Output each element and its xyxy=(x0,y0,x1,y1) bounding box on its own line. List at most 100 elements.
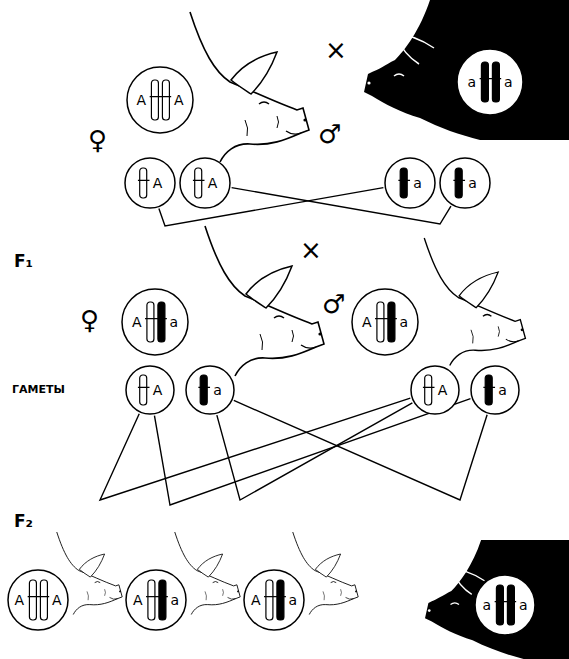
gamete-circle: a xyxy=(384,157,436,209)
circle-content: A xyxy=(138,167,163,199)
circle-content: Aa xyxy=(362,301,408,343)
generation-label: F₁ xyxy=(14,252,33,271)
allele-letter: A xyxy=(174,93,184,107)
circle-content: AA xyxy=(136,79,183,121)
fertilization-line xyxy=(154,399,470,505)
allele-letter: A xyxy=(153,383,163,397)
allele-letter: A xyxy=(251,593,261,607)
gene-locus xyxy=(453,180,465,181)
gene-locus xyxy=(149,96,171,97)
chromosome xyxy=(151,80,158,120)
genotype-circle: Aa xyxy=(125,569,187,631)
circle-content: A xyxy=(138,374,163,406)
gene-locus xyxy=(193,180,205,181)
gene-locus xyxy=(398,180,410,181)
chromosome xyxy=(507,585,514,625)
chromosome-symbol xyxy=(149,79,171,121)
female-sign: ♀ xyxy=(88,126,107,155)
chromosome-symbol xyxy=(423,374,435,406)
chromosome xyxy=(146,302,153,342)
chromosome xyxy=(158,580,165,620)
circle-content: a xyxy=(483,374,507,406)
circle-content: aa xyxy=(467,61,512,103)
gene-locus xyxy=(198,387,210,388)
gamete-circle: A xyxy=(410,365,460,415)
chromosome xyxy=(195,168,202,198)
circle-content: aa xyxy=(482,584,527,626)
genotype-circle: AA xyxy=(126,66,194,134)
chromosome xyxy=(387,302,394,342)
circle-shape xyxy=(440,158,490,208)
white-pig-head xyxy=(420,238,525,366)
allele-letter: A xyxy=(362,315,372,329)
circle-outline xyxy=(121,288,189,356)
gene-locus xyxy=(479,78,501,79)
circle-outline xyxy=(351,288,419,356)
chromosome-symbol xyxy=(27,579,49,621)
circle-outline xyxy=(439,157,491,209)
circle-outline xyxy=(185,365,235,415)
circle-shape xyxy=(125,158,175,208)
allele-letter: A xyxy=(133,593,143,607)
circle-content: AA xyxy=(14,579,61,621)
circle-shape xyxy=(385,158,435,208)
gene-locus xyxy=(27,596,49,597)
gene-locus xyxy=(138,387,150,388)
circle-outline xyxy=(384,157,436,209)
allele-letter: a xyxy=(213,383,222,397)
black-pig-head xyxy=(364,0,569,140)
chromosome xyxy=(265,580,272,620)
circle-content: a xyxy=(453,167,477,199)
chromosome xyxy=(140,375,147,405)
allele-letter: a xyxy=(399,315,408,329)
circle-shape xyxy=(475,575,535,635)
gamete-circle: a xyxy=(185,365,235,415)
circle-shape xyxy=(244,570,304,630)
white-pig-head xyxy=(200,226,324,376)
female-sign: ♀ xyxy=(80,306,99,335)
allele-letter: a xyxy=(288,593,297,607)
gene-locus xyxy=(145,596,167,597)
gamete-circle: a xyxy=(470,365,520,415)
allele-letter: A xyxy=(132,315,142,329)
circle-outline xyxy=(125,365,175,415)
chromosome-symbol xyxy=(479,61,501,103)
circle-shape xyxy=(126,366,174,414)
chromosome xyxy=(481,62,488,102)
circle-outline xyxy=(456,48,524,116)
chromosome-symbol xyxy=(138,167,150,199)
circle-outline xyxy=(410,365,460,415)
gamete-circle: A xyxy=(179,157,231,209)
circle-content: A xyxy=(423,374,448,406)
circle-outline xyxy=(124,157,176,209)
allele-letter: a xyxy=(519,598,528,612)
chromosome xyxy=(200,375,207,405)
gene-locus xyxy=(144,318,166,319)
gene-locus xyxy=(483,387,495,388)
chromosome xyxy=(425,375,432,405)
genotype-circle: Aa xyxy=(243,569,305,631)
fertilization-line xyxy=(234,400,487,500)
chromosome-symbol xyxy=(138,374,150,406)
gene-locus xyxy=(374,318,396,319)
chromosome xyxy=(496,585,503,625)
black-pig-head xyxy=(425,540,569,659)
chromosome xyxy=(492,62,499,102)
genotype-circle: aa xyxy=(474,574,536,636)
circle-outline xyxy=(179,157,231,209)
circle-content: Aa xyxy=(251,579,297,621)
allele-letter: a xyxy=(498,383,507,397)
chromosome xyxy=(40,580,47,620)
gamete-circle: A xyxy=(125,365,175,415)
allele-letter: a xyxy=(467,75,476,89)
genotype-circle: Aa xyxy=(121,288,189,356)
circle-shape xyxy=(127,67,193,133)
gamete-circle: A xyxy=(124,157,176,209)
circle-content: a xyxy=(198,374,222,406)
allele-letter: A xyxy=(136,93,146,107)
chromosome-symbol xyxy=(374,301,396,343)
chromosome xyxy=(162,80,169,120)
allele-letter: A xyxy=(52,593,62,607)
gene-locus xyxy=(423,387,435,388)
